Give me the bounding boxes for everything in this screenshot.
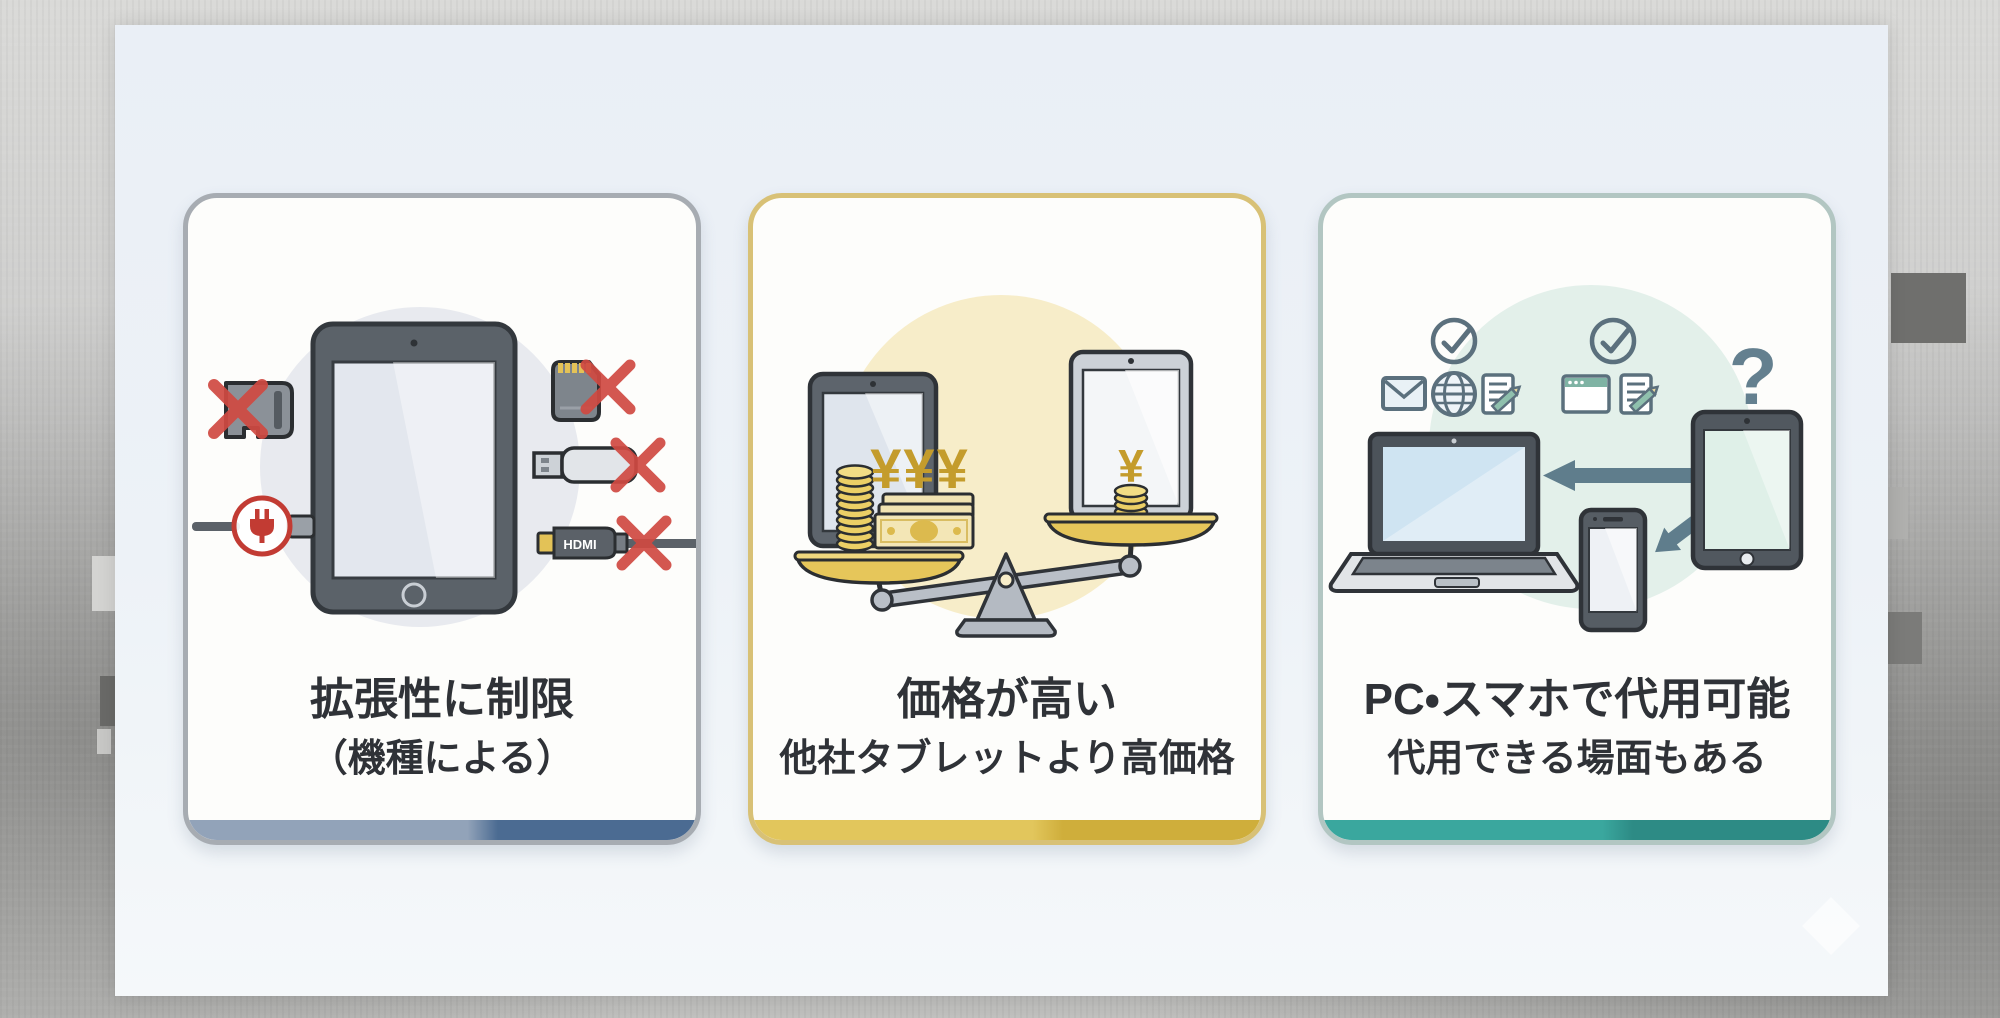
tablet-icon <box>310 321 518 615</box>
bg-square <box>92 556 115 611</box>
question-mark: ? <box>1729 332 1778 421</box>
x-mark-icon <box>616 515 672 571</box>
balance-scale-icon <box>793 512 1219 638</box>
x-mark-icon <box>610 437 666 493</box>
arrow-left-icon <box>1543 460 1693 491</box>
bg-square <box>1891 273 1966 343</box>
content-panel: HDMI 拡張性に制限 （機種による） <box>115 25 1888 996</box>
bg-square <box>1888 612 1922 664</box>
accent-bar <box>753 820 1261 840</box>
card-title: 拡張性に制限 <box>310 675 574 724</box>
note-pencil-icon <box>1619 373 1660 415</box>
laptop-icon <box>1328 431 1580 593</box>
card-price: ¥¥¥ ¥ <box>748 193 1266 845</box>
bg-square <box>97 729 111 754</box>
banknote-icon <box>873 492 975 550</box>
card-subtitle: （機種による） <box>309 737 575 780</box>
note-pencil-icon <box>1481 373 1522 415</box>
x-mark-icon <box>580 359 636 415</box>
globe-icon <box>1431 371 1477 417</box>
smartphone-icon <box>1578 507 1648 633</box>
accent-bar <box>1323 820 1831 840</box>
hdmi-icon: HDMI <box>536 526 696 560</box>
yen-light-label: ¥ <box>1118 440 1144 492</box>
card-subtitle: 他社タブレットより高価格 <box>779 737 1235 780</box>
card-title: 価格が高い <box>897 675 1117 724</box>
tablet-icon <box>1690 409 1804 571</box>
check-circle-icon <box>1589 317 1637 365</box>
browser-window-icon <box>1561 374 1611 414</box>
card-subtitle: 代用できる場面もある <box>1387 737 1767 780</box>
hdmi-label: HDMI <box>563 537 596 552</box>
expandability-illustration: HDMI <box>192 307 696 627</box>
check-circle-icon <box>1430 317 1478 365</box>
accent-bar <box>188 820 696 840</box>
mail-icon <box>1381 376 1427 411</box>
card-substitution: ? <box>1318 193 1836 845</box>
substitution-illustration: ? <box>1328 285 1804 633</box>
card-title: PC・スマホで代用可能 <box>1363 675 1791 724</box>
yen-heavy-label: ¥¥¥ <box>870 437 969 500</box>
price-illustration: ¥¥¥ ¥ <box>793 295 1219 638</box>
sparkle-decoration <box>1802 897 1860 955</box>
card-expandability: HDMI 拡張性に制限 （機種による） <box>183 193 701 845</box>
coins-icon <box>835 464 875 552</box>
bg-square <box>100 676 115 726</box>
bg-square <box>1888 487 1908 539</box>
power-plug-icon <box>192 495 316 557</box>
x-mark-icon <box>208 379 268 439</box>
arrow-diagonal-icon <box>1655 516 1700 553</box>
